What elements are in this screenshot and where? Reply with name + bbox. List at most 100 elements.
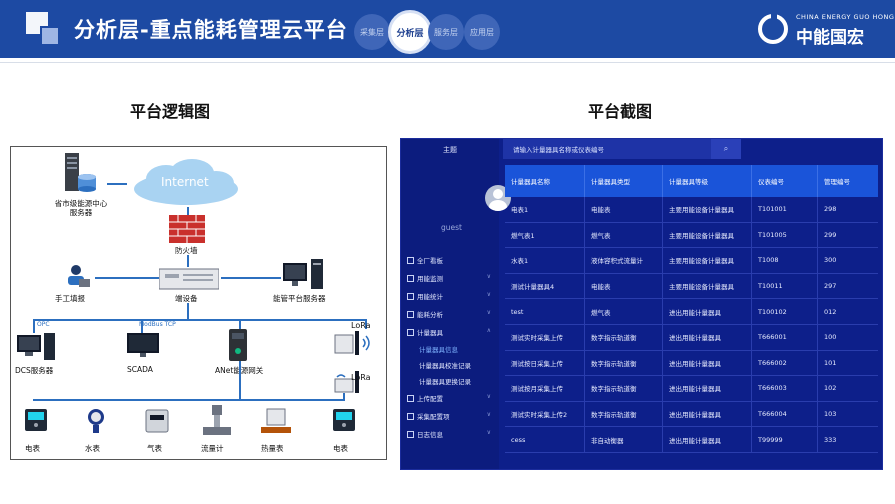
scada-label: SCADA [127, 365, 153, 374]
meter-icon [407, 328, 414, 336]
stats-icon [407, 292, 414, 300]
table-cell: test [505, 299, 585, 324]
tab-analysis-layer[interactable]: 分析层 [388, 10, 432, 54]
table-cell: T10011 [752, 273, 818, 299]
table-cell: 液体容积式流量计 [585, 248, 663, 273]
brand-logo: CHINA ENERGY GUO HONG 中能国宏 [758, 12, 894, 48]
table-cell: 进出用能计量器具 [663, 299, 752, 324]
table-cell: 298 [824, 205, 837, 214]
submenu-instrument-info[interactable]: 计量器具信息 [419, 346, 458, 354]
chevron-up-icon: ∧ [486, 327, 491, 334]
connector-line [221, 277, 281, 279]
menu-item-dashboard[interactable]: 全厂看板 [401, 251, 499, 269]
table-cell: 100 [824, 333, 837, 342]
table-cell: 101 [824, 358, 837, 367]
water-meter-icon [83, 407, 109, 435]
platform-server-label: 能管平台服务器 [273, 294, 326, 303]
header-divider [0, 62, 895, 63]
table-cell: 燃气表 [585, 222, 663, 248]
submenu-calibration-records[interactable]: 计量器具校准记录 [419, 362, 471, 370]
tab-service-layer[interactable]: 服务层 [428, 14, 464, 50]
table-cell: T666003 [752, 376, 818, 401]
table-cell: 数字指示轨道衡 [585, 376, 663, 401]
table-cell: 燃气表 [585, 299, 663, 324]
menu-item-log-info[interactable]: 日志信息∨ [401, 425, 499, 443]
menu-item-collection-config[interactable]: 采集配置项∨ [401, 407, 499, 425]
heat-meter-icon [261, 407, 291, 435]
chevron-down-icon: ∨ [486, 291, 491, 298]
lora-label: LoRa [351, 373, 371, 382]
dcs-server-icon [17, 333, 57, 361]
meter-label: 水表 [85, 444, 100, 453]
menu-item-energy-monitor[interactable]: 用能监测∨ [401, 269, 499, 287]
brand-chinese-name: 中能国宏 [796, 28, 864, 48]
sidebar-title: 主题 [443, 146, 457, 154]
menu-item-measuring-instruments[interactable]: 计量器具∧ [401, 323, 499, 341]
lora-label: LoRa [351, 321, 371, 330]
table-cell: 进出用能计量器具 [663, 350, 752, 376]
menu-item-energy-stats[interactable]: 用能统计∨ [401, 287, 499, 305]
table-cell: 电表1 [505, 197, 585, 222]
monitor-icon [407, 274, 414, 282]
connector-line [365, 319, 367, 329]
table-cell: 电能表 [585, 197, 663, 222]
bus-line [33, 319, 367, 321]
table-cell: 测试计量器具4 [505, 273, 585, 299]
firewall-label: 防火墙 [175, 246, 198, 255]
menu-item-energy-analysis[interactable]: 能耗分析∨ [401, 305, 499, 323]
table-cell: T1008 [752, 248, 818, 273]
table-cell: 进出用能计量器具 [663, 427, 752, 452]
column-header[interactable]: 计量器具类型 [585, 165, 663, 197]
connector-line [187, 303, 189, 319]
table-cell: 103 [824, 410, 837, 419]
internet-cloud-icon [126, 157, 246, 209]
electric-meter-icon [23, 407, 49, 433]
column-header[interactable]: 仪表编号 [752, 165, 818, 197]
edge-device-label: 端设备 [175, 294, 198, 303]
column-header[interactable]: 管理编号 [824, 178, 850, 186]
meter-label: 热量表 [261, 444, 284, 453]
layer-tabs: 采集层 分析层 服务层 应用层 [354, 10, 504, 54]
connector-line [239, 319, 241, 331]
connector-line [141, 319, 143, 333]
search-icon[interactable]: ⌕ [711, 139, 741, 159]
submenu-replacement-records[interactable]: 计量器具更换记录 [419, 378, 471, 386]
table-cell: T666002 [752, 350, 818, 376]
brand-english-name: CHINA ENERGY GUO HONG [796, 13, 895, 21]
scada-icon [127, 333, 159, 359]
flow-meter-icon [203, 405, 231, 437]
lora-device-icon [333, 329, 373, 357]
table-cell: 主要用能设备计量器具 [663, 248, 752, 273]
edge-device-icon [158, 267, 220, 291]
column-header[interactable]: 计量器具名称 [505, 165, 585, 197]
table-cell: 012 [824, 307, 837, 316]
config-icon [407, 412, 414, 420]
chevron-down-icon: ∨ [486, 273, 491, 280]
header-bar: 分析层-重点能耗管理云平台 采集层 分析层 服务层 应用层 CHINA ENER… [0, 0, 895, 58]
table-cell: T101005 [752, 222, 818, 248]
table-cell: 进出用能计量器具 [663, 324, 752, 350]
logic-diagram-title: 平台逻辑图 [130, 102, 211, 121]
connector-line [95, 277, 159, 279]
table-cell: 主要用能设备计量器具 [663, 222, 752, 248]
search-bar[interactable]: 请输入计量器具名称或仪表编号 [503, 139, 739, 159]
menu-item-upload-config[interactable]: 上传配置∨ [401, 389, 499, 407]
tab-application-layer[interactable]: 应用层 [464, 14, 500, 50]
column-header[interactable]: 计量器具等级 [663, 165, 752, 197]
search-input[interactable]: 请输入计量器具名称或仪表编号 [513, 146, 604, 154]
dashboard-icon [407, 256, 414, 264]
tab-collection-layer[interactable]: 采集层 [354, 14, 390, 50]
lora-device-icon [333, 365, 373, 393]
platform-logic-diagram: 省市级能源中心 服务器 Internet [10, 146, 387, 460]
